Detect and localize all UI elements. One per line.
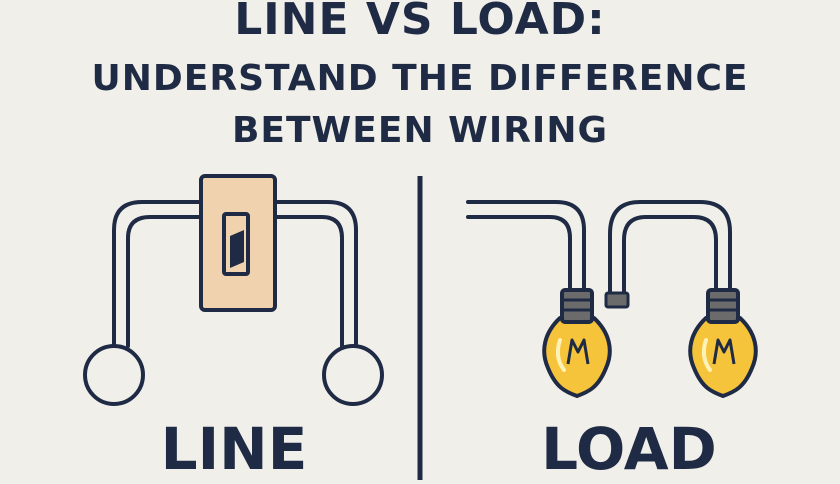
terminal-circle-icon (83, 344, 145, 406)
wire-connector (604, 291, 630, 309)
light-switch-icon (199, 174, 277, 312)
light-bulb-icon (542, 288, 612, 398)
load-wires (466, 200, 732, 298)
line-wires (112, 200, 358, 348)
terminal-circle-icon (322, 344, 384, 406)
title-line-2: UNDERSTAND THE DIFFERENCE (91, 58, 749, 99)
line-label: LINE (160, 415, 308, 483)
title-line-3: BETWEEN WIRING (231, 110, 609, 151)
title-line-1: LINE VS LOAD: (234, 0, 606, 45)
load-label: LOAD (541, 415, 717, 483)
light-bulb-icon (688, 288, 758, 398)
